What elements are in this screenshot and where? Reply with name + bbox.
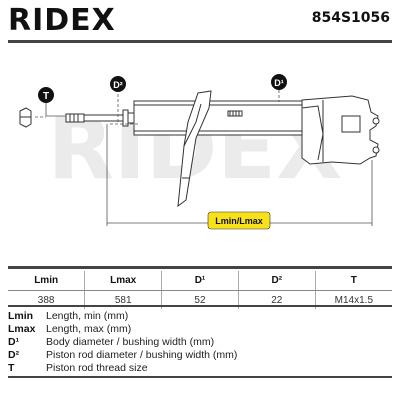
header-lmax: Lmax xyxy=(84,271,162,291)
legend-row: D¹ Body diameter / bushing width (mm) xyxy=(8,336,237,349)
specs-value-row: 388 581 52 22 M14x1.5 xyxy=(8,290,392,309)
strut-body xyxy=(133,100,303,136)
shock-absorber-drawing: RIDEX xyxy=(19,74,380,230)
header-divider xyxy=(8,40,392,43)
value-t: M14x1.5 xyxy=(314,290,392,309)
header-d1: D¹ xyxy=(161,271,239,291)
part-number: 854S1056 xyxy=(311,10,390,26)
table-top-divider xyxy=(8,266,392,269)
specs-header-row: Lmin Lmax D¹ D² T xyxy=(8,271,392,291)
callout-d2-label: D² xyxy=(113,80,123,90)
legend-desc: Length, max (mm) xyxy=(46,323,132,335)
specs-table: Lmin Lmax D¹ D² T 388 581 52 22 M14x1.5 xyxy=(8,271,392,309)
legend-key: Lmax xyxy=(8,323,36,335)
legend-key: T xyxy=(8,362,15,374)
callout-d2: D² xyxy=(110,76,126,92)
table-bottom-divider xyxy=(8,305,392,307)
legend-desc: Piston rod diameter / bushing width (mm) xyxy=(46,349,238,361)
header-t: T xyxy=(314,271,392,291)
thread-nut xyxy=(19,107,32,128)
piston-rod xyxy=(65,109,135,127)
footer-divider xyxy=(8,376,392,378)
legend-row: Lmin Length, min (mm) xyxy=(8,310,237,323)
value-lmin: 388 xyxy=(37,294,55,306)
legend: Lmin Length, min (mm) Lmax Length, max (… xyxy=(8,310,237,375)
value-d2: 22 xyxy=(237,290,316,309)
legend-desc: Body diameter / bushing width (mm) xyxy=(46,336,215,348)
legend-key: D² xyxy=(8,349,20,361)
length-label: Lmin/Lmax xyxy=(207,211,271,230)
callout-d1-label: D¹ xyxy=(274,78,284,88)
callout-t: T xyxy=(38,87,54,116)
legend-row: T Piston rod thread size xyxy=(8,362,237,375)
header: RIDEX 854S1056 xyxy=(0,0,400,40)
legend-desc: Piston rod thread size xyxy=(46,362,148,374)
legend-desc: Length, min (mm) xyxy=(46,310,129,322)
brand-logo: RIDEX xyxy=(8,3,116,38)
value-d1: 52 xyxy=(161,290,239,309)
value-lmax: 581 xyxy=(84,290,162,309)
legend-key: Lmin xyxy=(8,310,34,322)
callout-d1: D¹ xyxy=(271,74,287,90)
legend-row: Lmax Length, max (mm) xyxy=(8,323,237,336)
length-label-text: Lmin/Lmax xyxy=(215,216,263,226)
header-lmin: Lmin xyxy=(8,271,85,291)
header-d2: D² xyxy=(237,271,316,291)
steering-knuckle-bracket xyxy=(301,95,380,165)
legend-key: D¹ xyxy=(8,336,20,348)
callout-t-label: T xyxy=(43,91,49,102)
spring-seat-plate xyxy=(177,90,212,208)
legend-row: D² Piston rod diameter / bushing width (… xyxy=(8,349,237,362)
